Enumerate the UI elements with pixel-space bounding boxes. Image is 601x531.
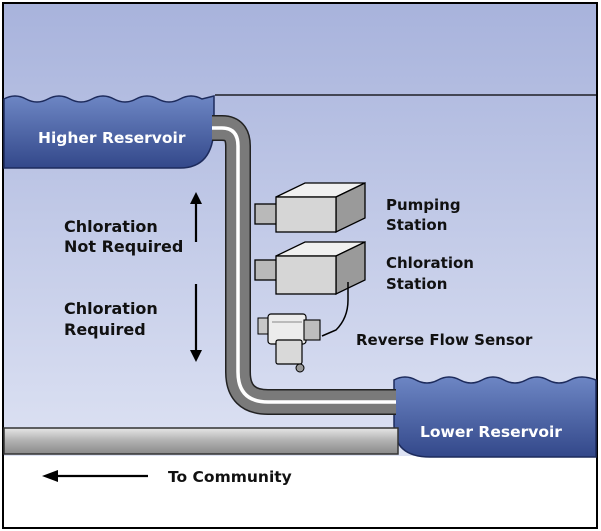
chloration-required-label-line1: Chloration	[64, 299, 158, 318]
chloration-not-required-label-line1: Chloration	[64, 217, 158, 236]
pumping-station-label-line2: Station	[386, 216, 447, 234]
community-pipe	[3, 427, 399, 455]
to-community-label: To Community	[168, 468, 292, 486]
reverse-flow-sensor-label: Reverse Flow Sensor	[356, 331, 533, 349]
up-arrow-icon	[190, 192, 202, 242]
chloration-required-label-line2: Required	[64, 320, 146, 339]
chloration-station-label-line2: Station	[386, 275, 447, 293]
chloration-station-label-line1: Chloration	[386, 254, 474, 272]
reverse-flow-sensor-icon	[257, 313, 321, 373]
higher-reservoir-water	[3, 95, 215, 169]
pumping-station-label-line1: Pumping	[386, 196, 461, 214]
lower-reservoir-label: Lower Reservoir	[420, 423, 562, 441]
sensor-wire	[321, 282, 349, 337]
higher-reservoir-label: Higher Reservoir	[38, 129, 186, 147]
chloration-not-required-label-line2: Not Required	[64, 237, 183, 256]
down-arrow-icon	[190, 284, 202, 362]
main-pipe-stripe	[212, 126, 396, 404]
lower-reservoir-water	[393, 376, 597, 458]
left-arrow-icon	[42, 470, 148, 482]
chloration-station	[254, 240, 366, 296]
pumping-station	[254, 181, 366, 234]
